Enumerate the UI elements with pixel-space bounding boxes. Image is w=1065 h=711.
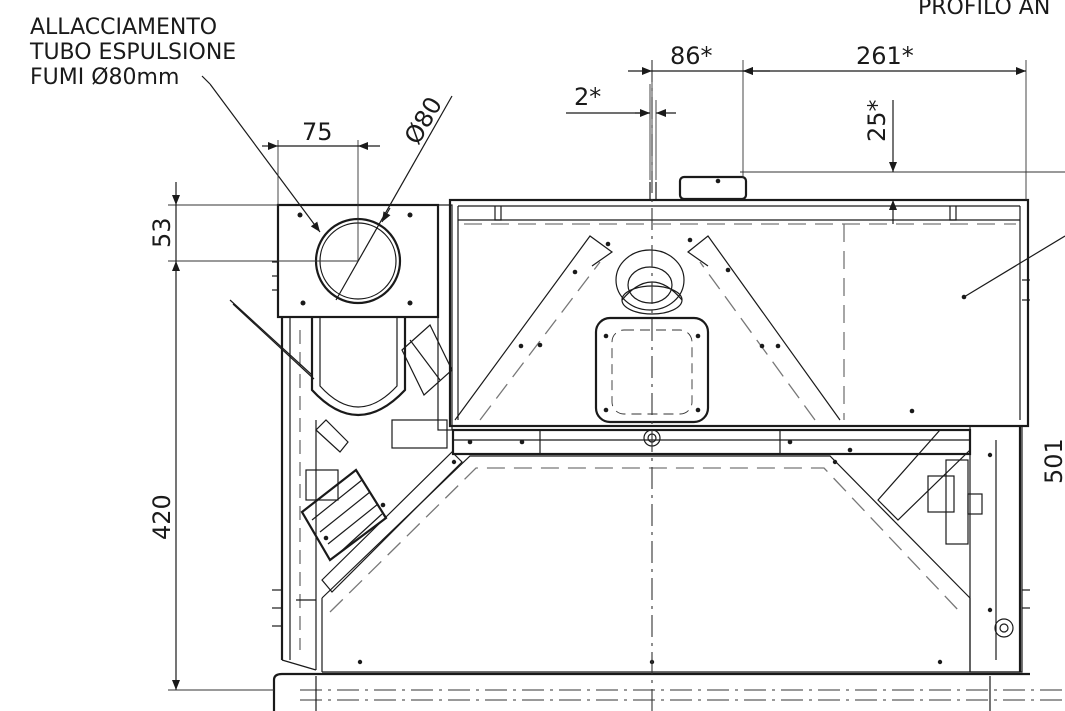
dim-53: 53	[148, 182, 358, 262]
dim-75: 75	[262, 118, 380, 261]
mid-rail	[451, 428, 972, 456]
dim-53-label: 53	[148, 217, 176, 248]
profile-header-label: PROFILO AN	[918, 0, 1050, 20]
dim-420-label: 420	[148, 494, 176, 540]
base-plinth	[272, 672, 1065, 711]
flue-plate	[272, 203, 453, 431]
dim-420: 420	[148, 261, 274, 691]
dim-86: 86*	[628, 42, 770, 180]
flue-note-line-1: ALLACCIAMENTO	[30, 15, 217, 40]
right-frame	[877, 279, 1030, 673]
flue-note-line-2: TUBO ESPULSIONE	[29, 40, 236, 65]
dim-phi80-label: Ø80	[399, 92, 448, 149]
dim-261: 261*	[743, 42, 1027, 200]
dim-501-label: 501	[1040, 438, 1065, 484]
dim-261-label: 261*	[856, 42, 914, 70]
flue-note-line-3: FUMI Ø80mm	[30, 65, 179, 90]
dim-2-label: 2*	[574, 83, 601, 111]
left-frame	[229, 299, 317, 671]
combustion-chamber	[321, 455, 1020, 673]
fan-assembly	[300, 419, 463, 593]
flue-duct	[310, 317, 453, 449]
flue-leader-line	[209, 83, 321, 233]
dim-2: 2*	[566, 83, 676, 180]
flue-connection-note: ALLACCIAMENTO TUBO ESPULSIONE FUMI Ø80mm	[29, 15, 321, 233]
dim-86-label: 86*	[670, 42, 713, 70]
dim-25: 25*	[740, 99, 1065, 224]
top-outlet	[649, 175, 748, 201]
dim-501: 501	[1040, 438, 1065, 484]
dim-75-label: 75	[302, 118, 333, 146]
dim-phi80: Ø80	[335, 92, 453, 301]
dim-25-label: 25*	[863, 99, 891, 142]
stove-body	[448, 198, 1065, 428]
